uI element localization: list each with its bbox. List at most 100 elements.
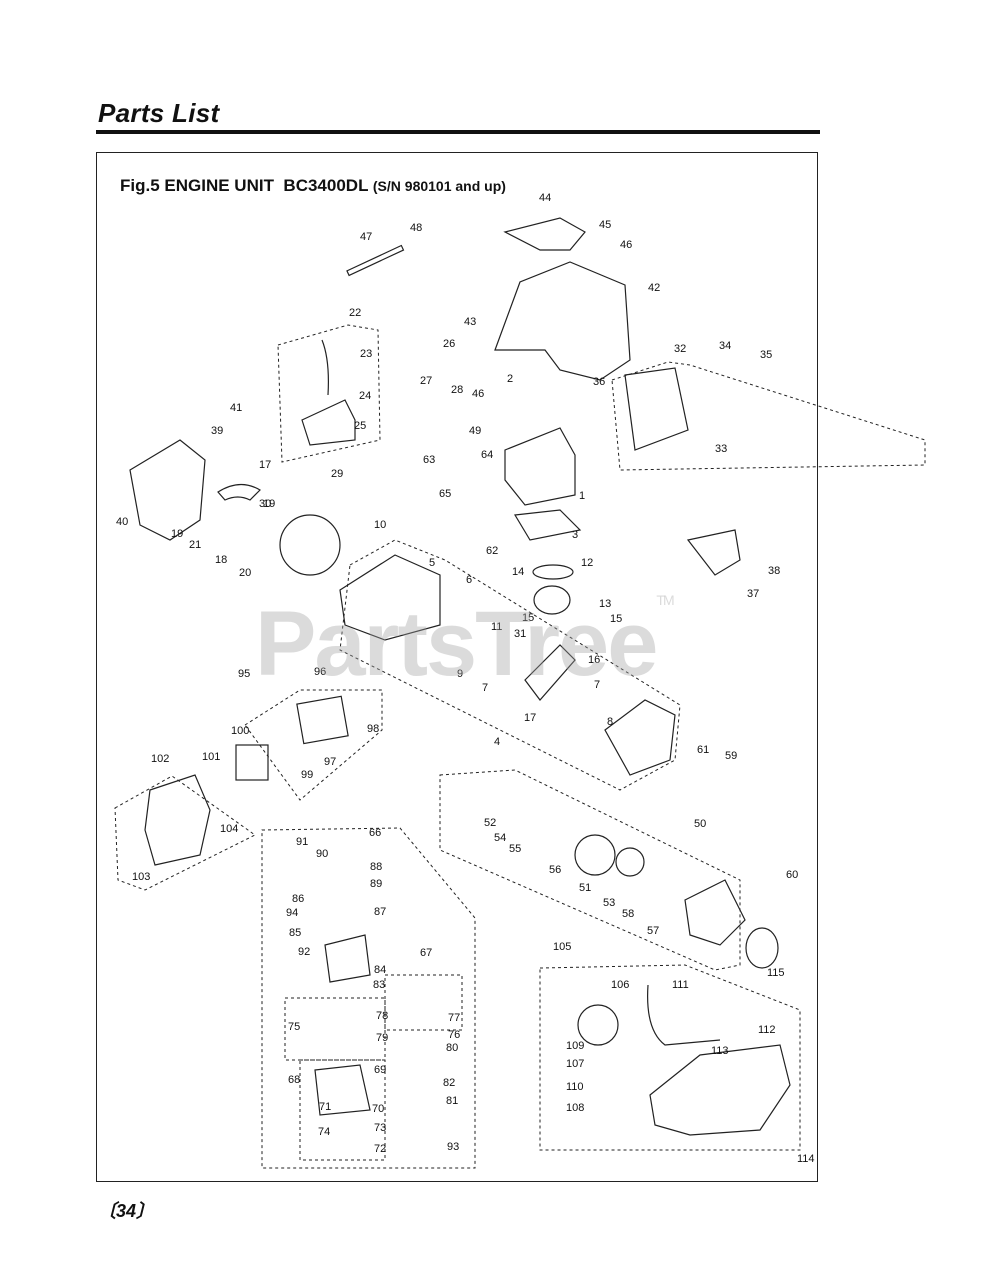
callout-50: 50 bbox=[694, 818, 706, 830]
callout-96: 96 bbox=[314, 666, 326, 678]
callout-4: 4 bbox=[494, 736, 500, 748]
callout-91: 91 bbox=[296, 836, 308, 848]
callout-7: 7 bbox=[482, 682, 488, 694]
callout-104: 104 bbox=[220, 823, 238, 835]
callout-89: 89 bbox=[370, 878, 382, 890]
title-rule bbox=[96, 130, 820, 134]
callout-18: 18 bbox=[215, 554, 227, 566]
callout-16: 16 bbox=[588, 654, 600, 666]
callout-54: 54 bbox=[494, 832, 506, 844]
callout-114: 114 bbox=[797, 1153, 815, 1165]
callout-15: 15 bbox=[522, 612, 534, 624]
callout-111: 111 bbox=[672, 979, 689, 991]
part-connector-50 bbox=[346, 244, 405, 277]
part-piston-ring-13 bbox=[532, 564, 574, 580]
part-carburetor-90 bbox=[324, 934, 371, 983]
callout-94: 94 bbox=[286, 907, 298, 919]
callout-109: 109 bbox=[566, 1040, 584, 1052]
part-element-103 bbox=[235, 744, 269, 781]
callout-68: 68 bbox=[288, 1074, 300, 1086]
callout-51: 51 bbox=[579, 882, 591, 894]
watermark: PartsTreeTM bbox=[255, 592, 675, 697]
group-outline-4 bbox=[339, 539, 681, 791]
part-fuel-pipe-114 bbox=[647, 984, 721, 1046]
figure-model: BC3400DL bbox=[283, 176, 369, 195]
callout-9: 9 bbox=[457, 668, 463, 680]
callout-60: 60 bbox=[786, 869, 798, 881]
group-outline-69 bbox=[261, 827, 476, 1169]
callout-87: 87 bbox=[374, 906, 386, 918]
callout-19: 19 bbox=[171, 528, 183, 540]
page-number: 〔34〕 bbox=[98, 1201, 155, 1221]
callout-42: 42 bbox=[648, 282, 660, 294]
callout-6: 6 bbox=[466, 574, 472, 586]
callout-73: 73 bbox=[374, 1122, 386, 1134]
callout-48: 48 bbox=[410, 222, 422, 234]
callout-53: 53 bbox=[603, 897, 615, 909]
part-air-cleaner-box-99 bbox=[296, 695, 349, 745]
callout-84: 84 bbox=[374, 964, 386, 976]
callout-7: 7 bbox=[594, 679, 600, 691]
callout-62: 62 bbox=[486, 545, 498, 557]
callout-57: 57 bbox=[647, 925, 659, 937]
callout-46: 46 bbox=[620, 239, 632, 251]
callout-77: 77 bbox=[448, 1012, 460, 1024]
callout-78: 78 bbox=[376, 1010, 388, 1022]
callout-80: 80 bbox=[446, 1042, 458, 1054]
callout-27: 27 bbox=[420, 375, 432, 387]
callout-19: 19 bbox=[263, 498, 275, 510]
callout-49: 49 bbox=[469, 425, 481, 437]
callout-30: 30 bbox=[259, 498, 271, 510]
part-recoil-case-53 bbox=[684, 879, 746, 946]
group-outline-70 bbox=[384, 974, 463, 1031]
callout-107: 107 bbox=[566, 1058, 584, 1070]
callout-1: 1 bbox=[579, 490, 585, 502]
callout-29: 29 bbox=[331, 468, 343, 480]
callout-74: 74 bbox=[318, 1126, 330, 1138]
part-cover-40 bbox=[686, 529, 741, 576]
figure-title: Fig.5 ENGINE UNIT BC3400DL (S/N 980101 a… bbox=[120, 176, 506, 196]
group-outline-35 bbox=[611, 361, 926, 471]
callout-58: 58 bbox=[622, 908, 634, 920]
callout-61: 61 bbox=[697, 744, 709, 756]
callout-39: 39 bbox=[211, 425, 223, 437]
callout-41: 41 bbox=[230, 402, 242, 414]
part-cylinder-cover-45 bbox=[494, 261, 631, 381]
part-muffler-35 bbox=[624, 367, 689, 451]
callout-88: 88 bbox=[370, 861, 382, 873]
callout-40: 40 bbox=[116, 516, 128, 528]
part-flywheel-24 bbox=[279, 514, 341, 576]
callout-112: 112 bbox=[758, 1024, 776, 1036]
callout-66: 66 bbox=[369, 827, 381, 839]
callout-14: 14 bbox=[512, 566, 524, 578]
callout-69: 69 bbox=[374, 1064, 386, 1076]
callout-75: 75 bbox=[288, 1021, 300, 1033]
callout-64: 64 bbox=[481, 449, 493, 461]
callout-47: 47 bbox=[360, 231, 372, 243]
callout-105: 105 bbox=[553, 941, 571, 953]
callout-8: 8 bbox=[607, 716, 613, 728]
callout-117: 117 bbox=[0, 0, 18, 3]
callout-81: 81 bbox=[446, 1095, 458, 1107]
callout-56: 56 bbox=[549, 864, 561, 876]
part-pawl-19 bbox=[217, 483, 261, 501]
callout-85: 85 bbox=[289, 927, 301, 939]
callout-98: 98 bbox=[367, 723, 379, 735]
callout-32: 32 bbox=[674, 343, 686, 355]
callout-86: 86 bbox=[292, 893, 304, 905]
part-crankshaft-18 bbox=[524, 644, 576, 701]
callout-90: 90 bbox=[316, 848, 328, 860]
callout-25: 25 bbox=[354, 420, 366, 432]
part-ignition-coil-28 bbox=[301, 399, 356, 446]
callout-2: 2 bbox=[507, 373, 513, 385]
callout-63: 63 bbox=[423, 454, 435, 466]
callout-99: 99 bbox=[301, 769, 313, 781]
callout-31: 31 bbox=[514, 628, 526, 640]
callout-103: 103 bbox=[132, 871, 150, 883]
callout-44: 44 bbox=[539, 192, 551, 204]
callout-116: 116 bbox=[0, 0, 18, 3]
callout-118: 118 bbox=[0, 0, 18, 3]
callout-65: 65 bbox=[439, 488, 451, 500]
part-high-tension-cord-26 bbox=[321, 339, 329, 396]
